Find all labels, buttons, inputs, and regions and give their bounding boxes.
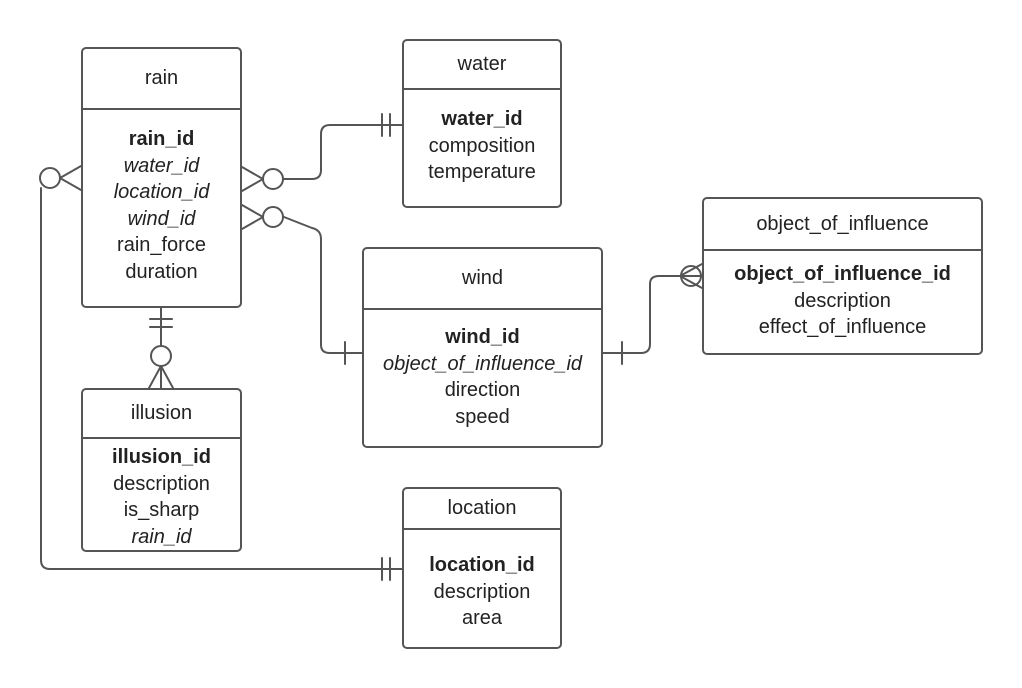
attribute-object-of-influence-id: object_of_influence_id	[734, 263, 951, 285]
attribute-description: description	[794, 289, 891, 312]
attribute-wind-id: wind_id	[445, 326, 520, 348]
entity-object-of-influence-title: object_of_influence	[756, 212, 929, 235]
entity-water[interactable]: water water_id composition temperature	[402, 39, 562, 208]
entity-rain-attributes: rain_id water_id location_id wind_id rai…	[83, 110, 240, 285]
entity-water-header: water	[404, 41, 560, 90]
rel-rain-water	[241, 113, 403, 192]
attribute-composition: composition	[428, 134, 536, 157]
attribute-rain-id: rain_id	[131, 525, 192, 548]
attribute-direction: direction	[444, 379, 521, 401]
entity-location-attributes: location_id description area	[404, 530, 560, 632]
attribute-water-id: water_id	[123, 154, 200, 177]
attribute-object-of-influence-id: object_of_influence_id	[382, 352, 583, 375]
rel-wind-object	[602, 263, 703, 365]
entity-illusion[interactable]: illusion illusion_id description is_shar…	[81, 388, 242, 552]
attribute-is-sharp: is_sharp	[123, 499, 200, 521]
attribute-description: description	[433, 580, 531, 603]
entity-rain-header: rain	[83, 49, 240, 110]
rel-rain-illusion	[148, 307, 174, 389]
entity-object-of-influence-header: object_of_influence	[704, 199, 981, 251]
rel-rain-location	[39, 165, 403, 581]
entity-water-title: water	[457, 53, 507, 75]
entity-wind[interactable]: wind wind_id object_of_influence_id dire…	[362, 247, 603, 448]
rel-rain-wind	[241, 204, 363, 365]
entity-illusion-title: illusion	[130, 402, 193, 424]
entity-rain[interactable]: rain rain_id water_id location_id wind_i…	[81, 47, 242, 308]
entity-object-of-influence[interactable]: object_of_influence object_of_influence_…	[702, 197, 983, 355]
entity-object-of-influence-attributes: object_of_influence_id description effec…	[704, 251, 981, 341]
attribute-location-id: location_id	[429, 554, 535, 576]
entity-wind-attributes: wind_id object_of_influence_id direction…	[364, 310, 601, 430]
entity-water-attributes: water_id composition temperature	[404, 90, 560, 186]
attribute-water-id: water_id	[441, 108, 523, 130]
entity-illusion-attributes: illusion_id description is_sharp rain_id	[83, 439, 240, 550]
attribute-area: area	[461, 607, 503, 629]
attribute-location-id: location_id	[113, 181, 210, 203]
attribute-rain-force: rain_force	[117, 234, 206, 256]
attribute-duration: duration	[125, 260, 198, 283]
attribute-rain-id: rain_id	[128, 128, 195, 150]
attribute-description: description	[113, 472, 210, 495]
attribute-wind-id: wind_id	[127, 207, 196, 230]
entity-illusion-header: illusion	[83, 390, 240, 439]
entity-wind-title: wind	[461, 267, 504, 289]
entity-location-title: location	[447, 497, 517, 519]
entity-location[interactable]: location location_id description area	[402, 487, 562, 649]
entity-wind-header: wind	[364, 249, 601, 310]
attribute-temperature: temperature	[428, 161, 536, 183]
entity-location-header: location	[404, 489, 560, 530]
entity-rain-title: rain	[144, 67, 179, 89]
attribute-illusion-id: illusion_id	[112, 446, 211, 468]
attribute-effect-of-influence: effect_of_influence	[758, 316, 927, 338]
attribute-speed: speed	[455, 405, 510, 428]
